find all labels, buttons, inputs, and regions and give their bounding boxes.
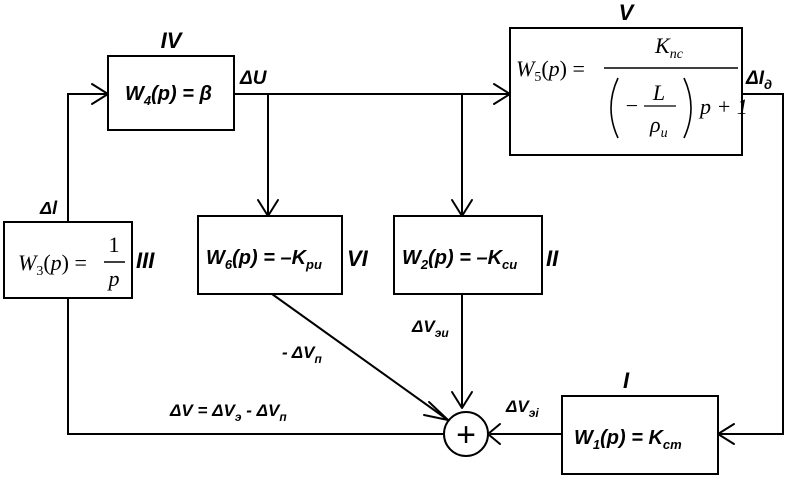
w6-formula: W6(p) = –Kри xyxy=(206,247,322,272)
w2-roman: II xyxy=(546,246,559,271)
label-delta-i: ΔIд xyxy=(745,68,772,92)
w4-formula: W4(p) = β xyxy=(125,83,212,108)
w5-paren-left xyxy=(610,77,619,139)
summer-plus: + xyxy=(456,416,476,454)
signal-labels: ΔU ΔIд Δl - ΔVп ΔVэи ΔVэi ΔV = ΔVэ - ΔVп xyxy=(39,68,772,424)
block-w6: W6(p) = –Kри VI xyxy=(197,215,369,295)
w5-lhs: W5(p) = xyxy=(516,56,585,85)
label-delta-vei2: ΔVэи xyxy=(411,317,449,340)
block-w1: W1(p) = Kст I xyxy=(561,368,719,475)
w5-paren-right xyxy=(683,77,692,139)
block-w4: W4(p) = β IV xyxy=(107,28,235,131)
w3-roman: III xyxy=(136,248,155,273)
block-w5: W5(p) = Kпс − L ρu p + 1 V xyxy=(509,0,748,156)
label-delta-u: ΔU xyxy=(239,68,268,89)
w1-formula: W1(p) = Kст xyxy=(574,427,682,452)
w5-tail: p + 1 xyxy=(698,94,748,119)
wire-w5-to-w1 xyxy=(718,93,784,435)
w3-denominator: p xyxy=(107,266,120,291)
w1-roman: I xyxy=(623,368,630,393)
block-w2: W2(p) = –Kси II xyxy=(393,215,559,295)
wire-summer-to-w3 xyxy=(67,298,444,435)
block-w3: W3(p) = 1 p III xyxy=(3,221,155,299)
w5-rho: ρu xyxy=(649,112,668,141)
w5-numerator: Kпс xyxy=(654,33,684,62)
w5-L: L xyxy=(652,80,665,105)
w5-minus: − xyxy=(626,93,638,118)
label-feedback-equation: ΔV = ΔVэ - ΔVп xyxy=(169,401,287,424)
wires xyxy=(67,93,784,435)
summing-junction: + xyxy=(443,411,489,457)
label-delta-vei: ΔVэi xyxy=(505,397,539,420)
label-delta-vn: - ΔVп xyxy=(282,343,323,366)
w3-numerator: 1 xyxy=(109,232,120,257)
w4-roman: IV xyxy=(161,28,184,53)
arrow-into-summer-top xyxy=(451,391,473,409)
wire-w6-to-summer xyxy=(271,293,449,421)
w5-roman: V xyxy=(619,0,636,25)
w3-lhs: W3(p) = xyxy=(18,250,87,279)
wire-w3-to-w4 xyxy=(67,93,108,222)
w2-formula: W2(p) = –Kси xyxy=(402,247,517,272)
label-delta-l: Δl xyxy=(39,198,58,218)
w6-roman: VI xyxy=(347,246,369,271)
